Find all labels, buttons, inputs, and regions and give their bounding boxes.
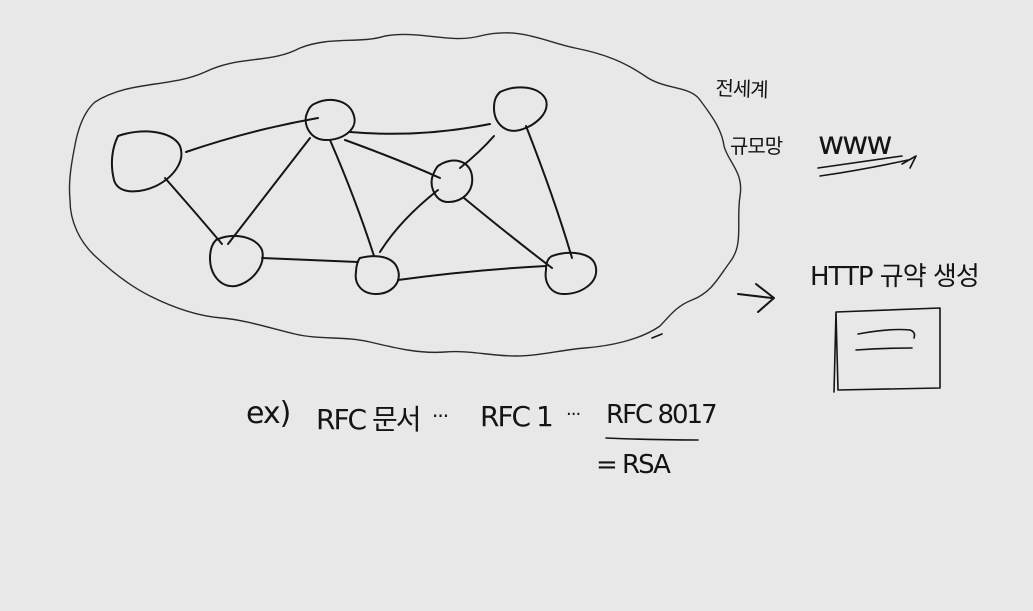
edge-n4-n5 — [261, 257, 359, 263]
ellipsis-1: ··· — [432, 404, 449, 428]
edge-n6-n7 — [463, 197, 553, 269]
node-n3 — [493, 86, 548, 132]
node-n2 — [304, 99, 356, 141]
www-label: www — [818, 124, 893, 162]
rfc1-label: RFC 1 — [480, 400, 554, 433]
node-n4 — [209, 234, 264, 288]
worldwide-label: 전세계 — [715, 75, 769, 102]
document-line-2 — [855, 347, 913, 351]
cloud-tail-stroke — [651, 333, 663, 339]
rfc8017-underline — [605, 437, 699, 441]
node-n1 — [110, 130, 183, 193]
node-n6 — [430, 159, 474, 203]
edge-n2-n4 — [227, 137, 311, 245]
node-n7 — [544, 251, 598, 295]
edge-n2-n3 — [349, 123, 491, 135]
edge-n2-n6 — [344, 139, 441, 179]
arrow-to-http-icon — [737, 283, 775, 313]
rfc8017-label: RFC 8017 — [606, 400, 718, 430]
example-prefix: ex) — [246, 396, 291, 431]
internet-cloud-outline — [68, 32, 742, 357]
network-label: 규모망 — [730, 134, 783, 158]
edge-n1-n4 — [164, 177, 223, 245]
document-icon — [833, 307, 941, 393]
edge-n1-n2 — [185, 117, 319, 153]
rfc-document-label: RFC 문서 — [316, 403, 422, 436]
network-edges — [164, 117, 573, 281]
edge-n2-n5 — [329, 139, 375, 257]
www-underline-1 — [817, 155, 903, 169]
edge-n3-n7 — [525, 125, 573, 259]
rsa-label: = RSA — [596, 450, 671, 480]
ellipsis-2: ··· — [566, 404, 581, 425]
edge-n6-n3 — [459, 135, 495, 169]
www-arrow-tip — [901, 155, 917, 169]
http-protocol-label: HTTP 규약 생성 — [810, 262, 980, 292]
edge-n5-n7 — [397, 265, 547, 281]
document-line-1 — [857, 328, 916, 339]
www-underline-2 — [819, 159, 909, 177]
node-n5 — [354, 255, 400, 295]
network-nodes — [110, 86, 598, 295]
edge-n6-n5 — [379, 189, 439, 253]
